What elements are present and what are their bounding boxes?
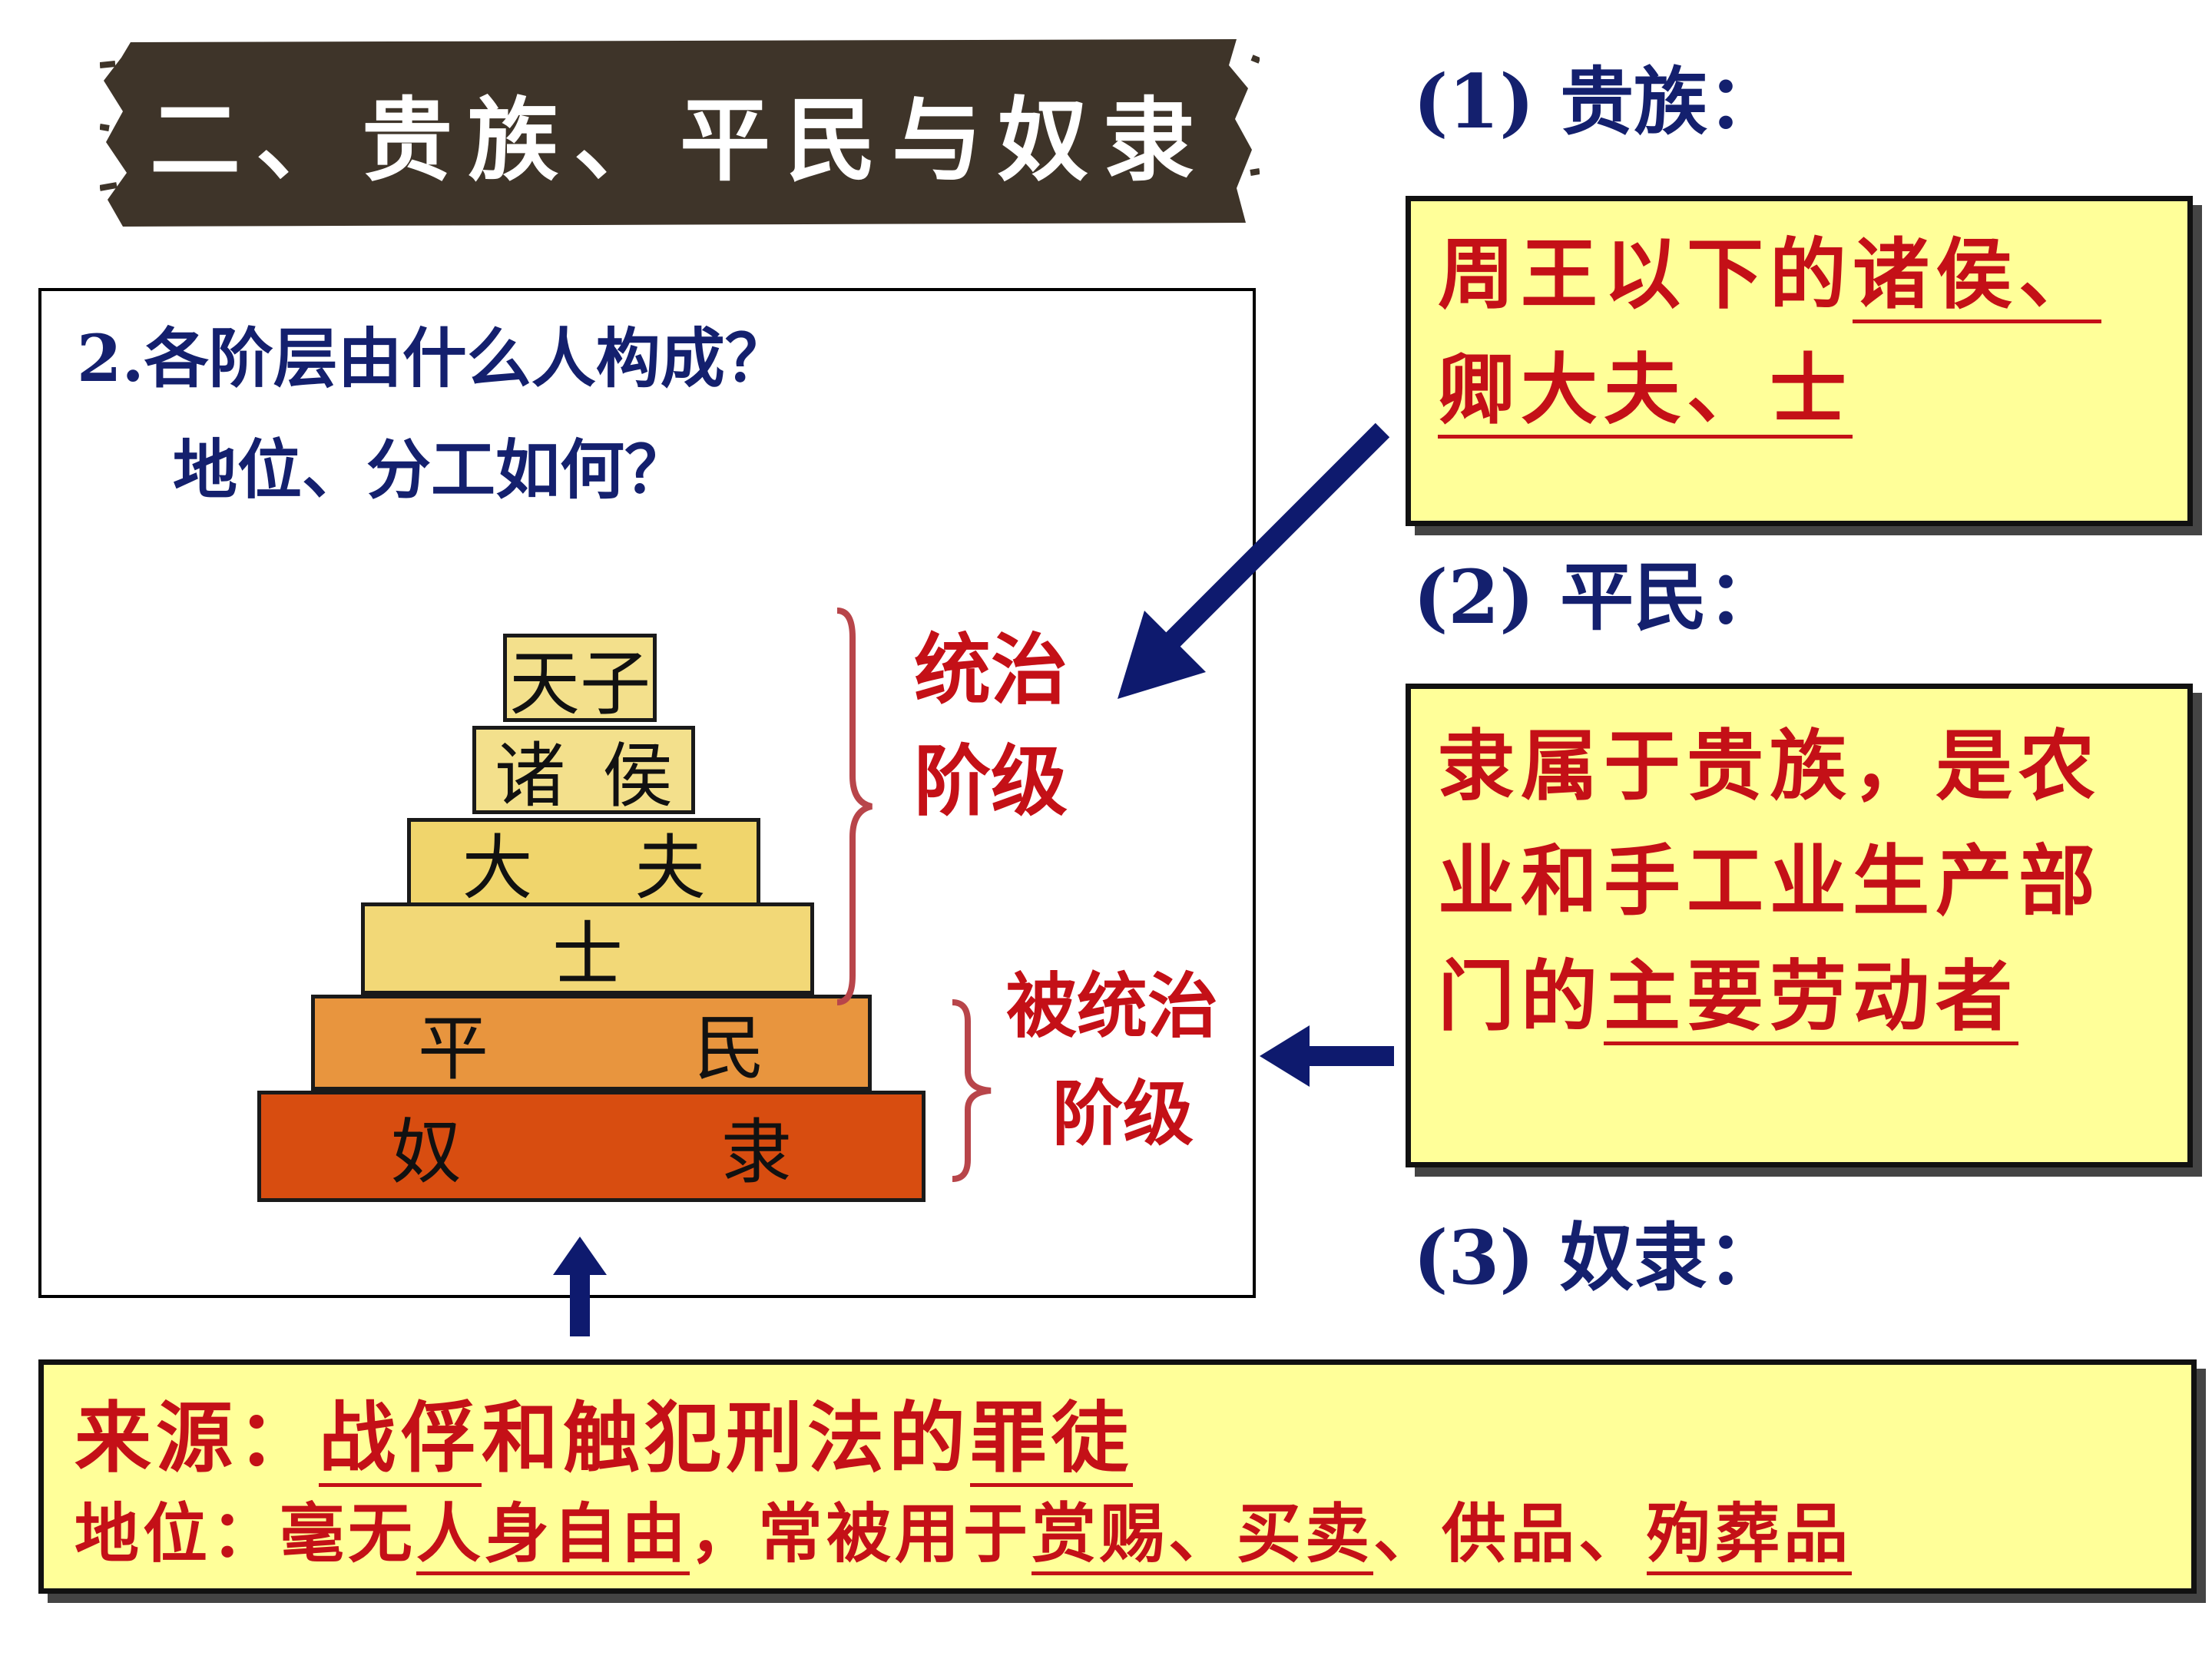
tier-label: 奴 [390, 1111, 462, 1194]
pyramid-tier-shi: 士 [361, 902, 814, 996]
tier-label: 诸 [494, 735, 565, 817]
question-line-2: 地位、分工如何？ [173, 432, 690, 508]
status-text-3: 、供品、 [1373, 1495, 1647, 1571]
page-title: 二、贵族、平民与奴隶 [149, 87, 1210, 194]
commoners-answer: 主要劳动者 [1604, 951, 2018, 1045]
arrow-to-ruling-icon [1118, 422, 1390, 699]
status-answer-1: 人身自由 [416, 1495, 690, 1575]
arrow-to-ruled-icon [1260, 1025, 1394, 1087]
banner-background [100, 39, 1260, 227]
source-text: 和触犯刑法的 [482, 1392, 970, 1483]
tier-label: 士 [551, 913, 623, 996]
tier-label: 大 [462, 827, 533, 909]
pyramid-tier-tianzi: 天子 [503, 634, 657, 725]
tier-label: 隶 [720, 1111, 792, 1194]
tier-label: 侯 [601, 735, 673, 817]
ruled-class-label: 被统治 阶级 [1006, 965, 1219, 1155]
source-answer-1: 战俘 [319, 1392, 482, 1487]
pyramid-tier-nuli: 奴 隶 [257, 1091, 926, 1202]
status-answer-3: 殉葬品 [1647, 1495, 1853, 1575]
heading-slaves: (3) 奴隶： [1413, 1214, 1782, 1301]
nobles-box: 周王以下的诸侯、 卿大夫、士 [1406, 196, 2193, 526]
source-label: 来源： [75, 1392, 319, 1483]
tier-label: 夫 [634, 827, 706, 909]
commoners-box: 隶属于贵族，是农 业和手工业生产部 门的主要劳动者 [1406, 684, 2193, 1167]
question-line-1: 2.各阶层由什么人构成？ [77, 320, 790, 396]
ruled-class-bracket [952, 999, 992, 1182]
ruling-class-bracket [836, 608, 873, 1005]
nobles-text: 周王以下的 [1438, 229, 1853, 320]
pyramid-tier-zhuhou: 诸 侯 [472, 726, 695, 817]
commoners-text-1: 隶属于贵族，是农 [1438, 720, 2101, 811]
commoners-text-2: 业和手工业生产部 [1438, 836, 2101, 926]
heading-commoners: (2) 平民： [1413, 554, 1782, 641]
source-answer-2: 罪徒 [970, 1392, 1133, 1487]
nobles-answer-1: 诸侯、 [1853, 229, 2101, 323]
nobles-answer-2: 卿大夫、士 [1438, 344, 1853, 439]
status-answer-2: 赏赐、买卖 [1031, 1495, 1374, 1575]
heading-nobles: (1) 贵族： [1413, 58, 1782, 145]
status-text-1: 毫无 [280, 1495, 417, 1571]
tier-label: 天子 [508, 643, 651, 725]
tier-label: 民 [694, 1008, 765, 1090]
status-label: 地位： [75, 1495, 280, 1571]
tier-label: 平 [417, 1008, 488, 1090]
arrow-up-icon [553, 1237, 607, 1336]
commoners-text-3: 门的 [1438, 951, 1604, 1041]
pyramid-tier-dafu: 大 夫 [407, 818, 760, 909]
pyramid-tier-pingmin: 平 民 [311, 995, 872, 1091]
title-banner: 二、贵族、平民与奴隶 [100, 35, 1260, 230]
slaves-box: 来源：战俘和触犯刑法的罪徒 地位：毫无人身自由，常被用于赏赐、买卖、供品、殉葬品 [38, 1359, 2197, 1594]
ruling-class-label: 统治 阶级 [914, 624, 1068, 826]
status-text-2: ，常被用于 [690, 1495, 1032, 1571]
